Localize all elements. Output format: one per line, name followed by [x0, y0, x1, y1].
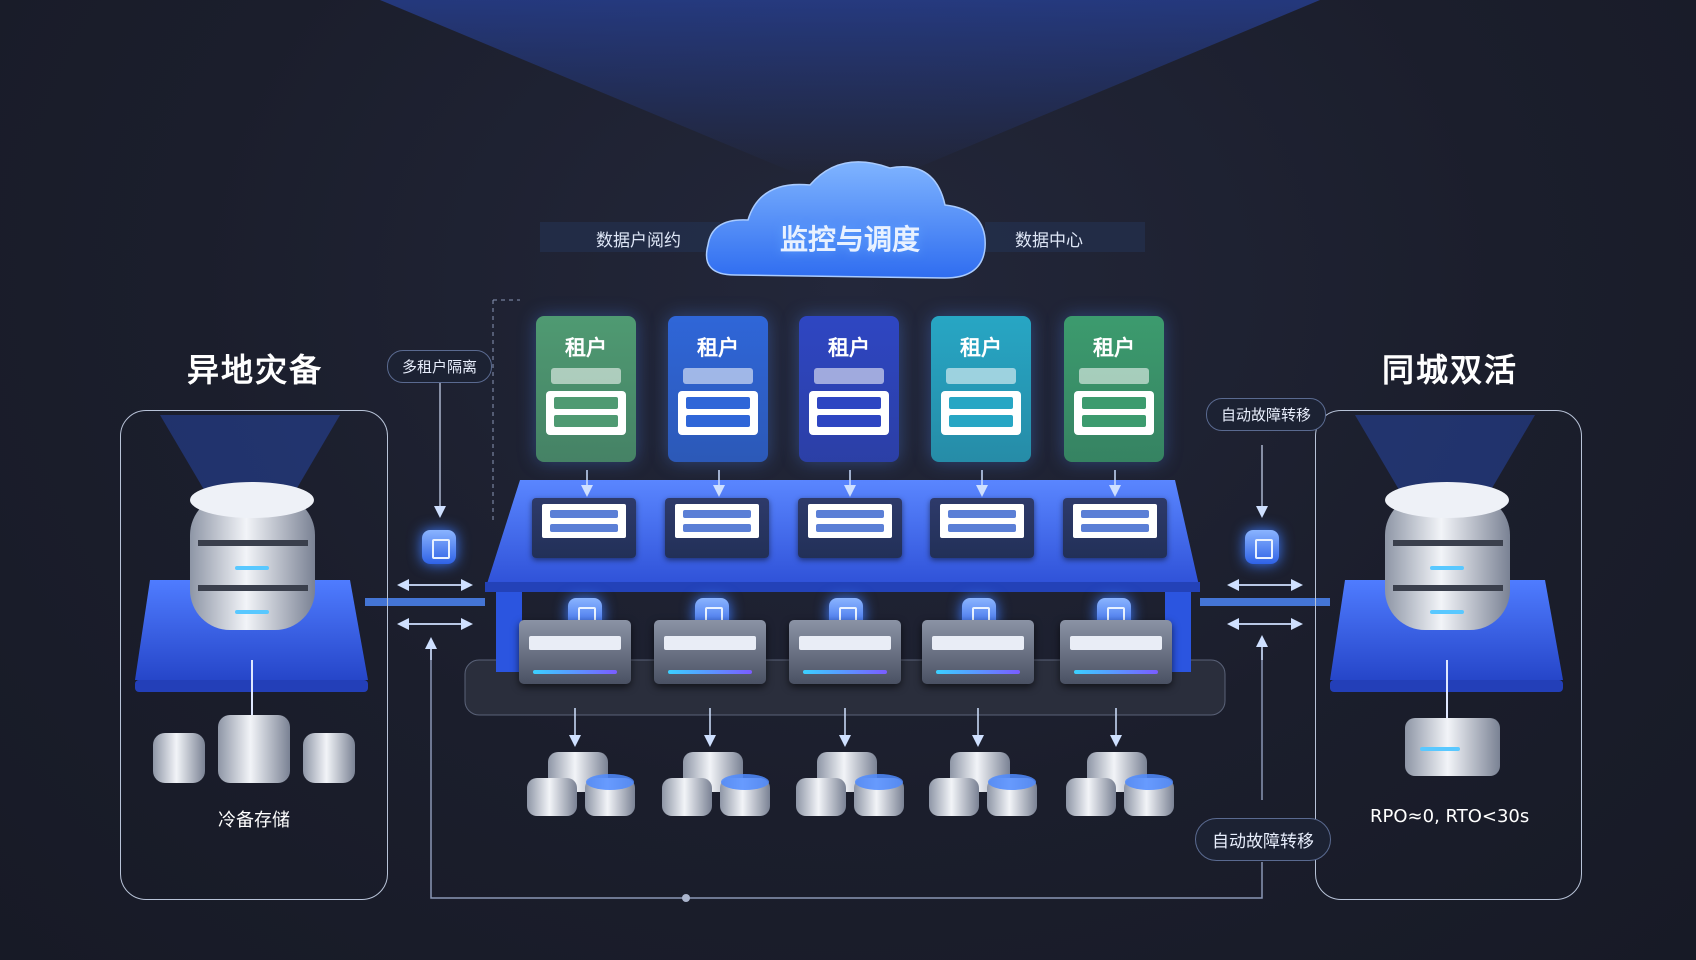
right-active-panel — [1315, 410, 1582, 900]
server-unit — [789, 620, 901, 684]
cloud-right-label: 数据中心 — [1015, 231, 1083, 251]
tenant-content-box — [809, 391, 889, 435]
cloud-left-label: 数据户阅约 — [596, 231, 681, 251]
tenant-line — [1082, 397, 1146, 409]
tenant-sub-bar — [814, 368, 884, 384]
failover-pill-bottom: 自动故障转移 — [1195, 818, 1331, 861]
tenant-name: 租户 — [1093, 336, 1135, 360]
tenant-sub-bar — [946, 368, 1016, 384]
tenant-card: 租户 — [1064, 316, 1164, 462]
server-unit — [654, 620, 766, 684]
tenant-sub-bar — [683, 368, 753, 384]
tenant-card: 租户 — [799, 316, 899, 462]
tenant-line — [817, 397, 881, 409]
tenant-card: 租户 — [931, 316, 1031, 462]
platform-module — [1063, 498, 1167, 558]
tenant-line — [686, 397, 750, 409]
tenant-content-box — [941, 391, 1021, 435]
tenant-name: 租户 — [697, 336, 739, 360]
cloud-label: 监控与调度 — [780, 223, 921, 256]
failover-pill-top: 自动故障转移 — [1206, 398, 1327, 431]
left-node-icon — [422, 530, 456, 564]
tenant-name: 租户 — [960, 336, 1002, 360]
server-unit — [922, 620, 1034, 684]
tenant-card: 租户 — [536, 316, 636, 462]
right-section-title: 同城双活 — [1382, 351, 1519, 389]
platform-module — [665, 498, 769, 558]
tenant-line — [949, 397, 1013, 409]
tenant-line — [554, 415, 618, 427]
tenant-sub-bar — [551, 368, 621, 384]
platform-module — [930, 498, 1034, 558]
tenant-name: 租户 — [565, 336, 607, 360]
rpo-rto-caption: RPO≈0, RTO<30s — [1370, 806, 1530, 827]
left-section-title: 异地灾备 — [187, 351, 324, 389]
platform-module — [532, 498, 636, 558]
tenant-line — [554, 397, 618, 409]
tenant-card: 租户 — [668, 316, 768, 462]
tenant-content-box — [1074, 391, 1154, 435]
tenant-content-box — [678, 391, 758, 435]
right-node-icon — [1245, 530, 1279, 564]
tenant-line — [1082, 415, 1146, 427]
cold-storage-caption: 冷备存储 — [218, 810, 290, 831]
multi-tenant-pill: 多租户隔离 — [387, 350, 493, 383]
tenant-content-box — [546, 391, 626, 435]
tenant-line — [686, 415, 750, 427]
tenant-line — [817, 415, 881, 427]
tenant-sub-bar — [1079, 368, 1149, 384]
platform-module — [798, 498, 902, 558]
tenant-line — [949, 415, 1013, 427]
left-dr-panel — [120, 410, 388, 900]
server-unit — [519, 620, 631, 684]
tenant-name: 租户 — [828, 336, 870, 360]
server-unit — [1060, 620, 1172, 684]
